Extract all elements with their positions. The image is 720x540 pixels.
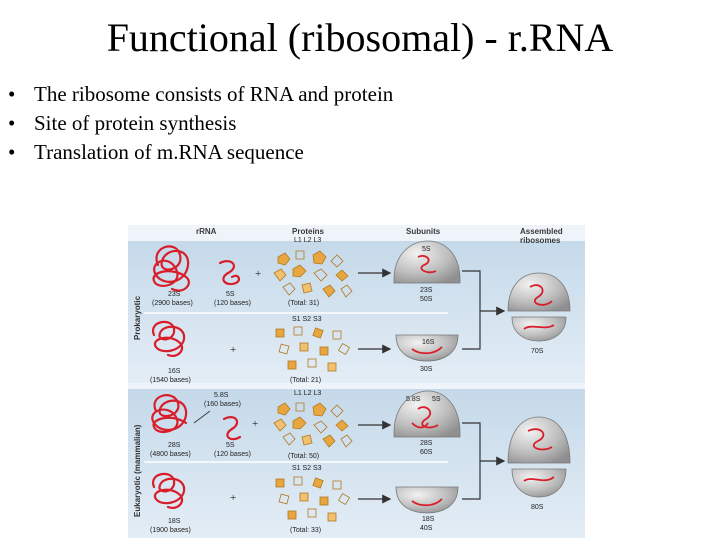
protein-letters: S1 S2 S3 — [292, 465, 322, 472]
bullet-dot: • — [8, 82, 16, 106]
subunit-rna — [411, 346, 443, 355]
label-total: (Total: 31) — [288, 300, 319, 307]
label-16s-bases: (1540 bases) — [150, 377, 191, 384]
label-70s: 70S — [531, 348, 544, 355]
plus-sign: + — [252, 418, 258, 430]
label-28s: 28S — [168, 442, 181, 449]
assembled-rna — [523, 284, 555, 330]
label-subunit-28s: 28S — [420, 440, 433, 447]
label-total: (Total: 21) — [290, 377, 321, 384]
assembled-small-subunit — [511, 468, 567, 498]
subunit-rna — [411, 498, 443, 507]
rrna-16s-tangle — [151, 320, 186, 357]
plus-sign: + — [230, 492, 236, 504]
label-50s: 50S — [420, 296, 433, 303]
header-proteins: Proteins — [292, 227, 325, 236]
header-subunits: Subunits — [406, 227, 441, 236]
ribosome-diagram: rRNA Proteins Subunits Assembled ribosom… — [128, 225, 585, 538]
label-subunit-18s: 18S — [422, 516, 435, 523]
rrna-28s-tangle — [151, 394, 188, 434]
label-30s: 30S — [420, 366, 433, 373]
label-subunit-5-8s: 5.8S — [406, 396, 421, 403]
slide-title: Functional (ribosomal) - r.RNA — [106, 15, 614, 60]
protein-cluster-prokaryotic-small — [275, 326, 351, 372]
bullet-item: • Site of protein synthesis — [8, 109, 393, 138]
label-80s: 80S — [531, 504, 544, 511]
bullet-dot: • — [8, 111, 16, 135]
subunit-60s — [393, 390, 461, 438]
side-label-eukaryotic: Eukaryotic (mammalian) — [133, 424, 142, 517]
bullet-dot: • — [8, 140, 16, 164]
header-assembled-2: ribosomes — [520, 236, 561, 245]
plus-sign: + — [255, 268, 261, 280]
label-5-8s-bases: (160 bases) — [204, 401, 241, 408]
protein-cluster-prokaryotic-large — [273, 250, 353, 298]
label-5s-bases: (120 bases) — [214, 451, 251, 458]
label-16s: 16S — [168, 368, 181, 375]
merge-bracket — [462, 270, 481, 350]
subunit-50s — [393, 240, 461, 284]
label-subunit-5s: 5S — [432, 396, 441, 403]
plus-sign: + — [230, 344, 236, 356]
assembled-large-subunit — [507, 272, 571, 312]
subunit-30s — [395, 334, 459, 362]
bullet-list: • The ribosome consists of RNA and protei… — [8, 80, 393, 167]
label-5s: 5S — [226, 442, 235, 449]
subunit-40s — [395, 486, 459, 514]
subunit-rna — [411, 406, 439, 429]
protein-cluster-eukaryotic-small — [275, 476, 351, 522]
protein-letters: L1 L2 L3 — [294, 237, 321, 244]
label-28s-bases: (4800 bases) — [150, 451, 191, 458]
assembled-small-subunit — [511, 316, 567, 342]
header-rrna: rRNA — [196, 227, 217, 236]
assembled-rna — [523, 428, 555, 482]
rrna-23s-tangle — [152, 245, 190, 292]
label-18s: 18S — [168, 518, 181, 525]
label-18s-bases: (1900 bases) — [150, 527, 191, 534]
bullet-item: • The ribosome consists of RNA and protei… — [8, 80, 393, 109]
eukaryotic-band — [128, 389, 585, 538]
ribosome-figure: rRNA Proteins Subunits Assembled ribosom… — [128, 225, 585, 538]
label-40s: 40S — [420, 525, 433, 532]
label-subunit-16s: 16S — [422, 339, 435, 346]
rrna-5s-strand — [218, 260, 241, 286]
rrna-18s-tangle — [151, 472, 186, 509]
bullet-text: The ribosome consists of RNA and protein — [34, 82, 394, 106]
pointer-line — [193, 410, 211, 424]
protein-cluster-eukaryotic-large — [273, 402, 353, 448]
prokaryotic-band — [128, 241, 585, 383]
side-label-prokaryotic: Prokaryotic — [133, 295, 142, 340]
subunit-rna — [417, 255, 437, 274]
bullet-text: Translation of m.RNA sequence — [34, 140, 304, 164]
label-5s: 5S — [226, 291, 235, 298]
bullet-text: Site of protein synthesis — [34, 111, 237, 135]
label-total: (Total: 33) — [290, 527, 321, 534]
label-subunit-23s: 23S — [420, 287, 433, 294]
label-60s: 60S — [420, 449, 433, 456]
protein-letters: S1 S2 S3 — [292, 316, 322, 323]
label-23s: 23S — [168, 291, 181, 298]
rrna-5s-strand — [222, 416, 242, 441]
label-subunit-5s: 5S — [422, 246, 431, 253]
label-5s-bases: (120 bases) — [214, 300, 251, 307]
bullet-item: • Translation of m.RNA sequence — [8, 138, 393, 167]
label-total: (Total: 50) — [288, 453, 319, 460]
header-assembled-1: Assembled — [520, 227, 563, 236]
label-5-8s: 5.8S — [214, 392, 229, 399]
protein-letters: L1 L2 L3 — [294, 390, 321, 397]
label-23s-bases: (2900 bases) — [152, 300, 193, 307]
